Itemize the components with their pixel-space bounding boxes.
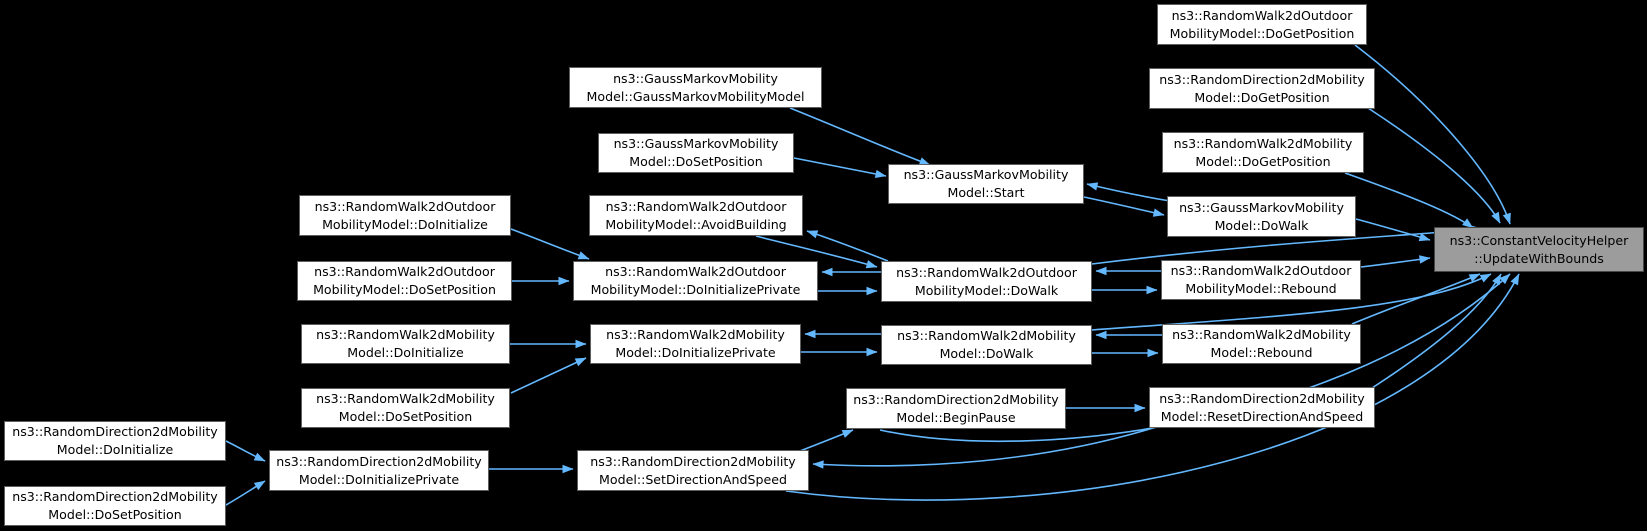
edge-rd2d-resetdirectionandspeed-to-rd2d-setdirectionandspeed [812,427,1154,469]
edge-rd2d-resetdirectionandspeed-to-cvh-updatewithbounds [1371,273,1502,389]
edge-rw2dout-avoidbuilding-to-rw2dout-dowalk [755,235,878,269]
edge-rd2d-dogetposition-to-cvh-updatewithbounds [1367,107,1501,224]
node-label-line: Model::DoWalk [1214,217,1309,233]
edge-rw2dout-doinitialize-to-rw2dout-doinitializeprivate [510,228,590,260]
node-cvh-updatewithbounds: ns3::ConstantVelocityHelper::UpdateWithB… [1434,227,1644,272]
node-label-line: Model::BeginPause [896,409,1016,425]
edge-rd2d-setdirectionandspeed-to-rd2d-beginpause [799,429,854,452]
edge-rd2d-setdirectionandspeed-to-cvh-updatewithbounds [785,273,1520,501]
edge-rw2dout-dowalk-to-rw2dout-avoidbuilding [806,230,889,262]
node-label-line: ns3::ConstantVelocityHelper [1449,232,1629,248]
node-label-line: ns3::RandomWalk2dMobility [1172,327,1351,342]
edge-gm-dowalk-to-cvh-updatewithbounds [1355,218,1431,242]
node-label-line: Model::DoSetPosition [629,154,763,169]
node-label-line: ns3::RandomWalk2dMobility [316,391,495,406]
edge-rw2d-dosetposition-to-rw2d-doinitializeprivate [510,357,587,394]
node-label-line: Model::DoInitialize [347,345,464,360]
node-label-line: MobilityModel::DoInitializePrivate [590,282,801,297]
node-label-line: ns3::GaussMarkovMobility [1179,199,1344,215]
node-label-line: Model::DoSetPosition [338,409,473,424]
node-label-line: ns3::RandomWalk2dMobility [606,327,785,342]
node-label-line: Model::DoInitializePrivate [615,345,776,360]
edge-rw2dout-rebound-to-cvh-updatewithbounds [1360,255,1431,268]
edge-rw2d-dogetposition-to-cvh-updatewithbounds [1344,172,1474,229]
node-label-line: ns3::GaussMarkovMobility [613,70,778,86]
node-label-line: MobilityModel::Rebound [1185,281,1337,296]
node-label-line: ns3::GaussMarkovMobility [903,167,1069,182]
node-label-line: MobilityModel::DoSetPosition [313,282,496,297]
edge-rd2d-doinitialize-to-rd2d-doinitializeprivate [225,440,266,462]
node-label-line: ns3::RandomDirection2dMobility [853,391,1059,407]
edge-gm-dosetposition-to-gm-start [793,157,887,179]
edge-gm-start-to-gm-dowalk [1083,196,1165,217]
node-label-line: ns3::RandomWalk2dOutdoor [1171,7,1353,23]
node-label-line: ns3::RandomWalk2dOutdoor [314,264,495,279]
node-label-line: ns3::RandomWalk2dOutdoor [1170,263,1352,278]
edge-gm-ctor-to-gm-start [789,107,931,166]
node-label-line: ns3::RandomWalk2dOutdoor [896,264,1077,280]
node-label-line: ns3::RandomDirection2dMobility [590,453,796,469]
node-label-line: ns3::RandomDirection2dMobility [276,453,482,469]
node-label-line: ns3::RandomWalk2dOutdoor [605,264,786,279]
node-label-line: Model::DoGetPosition [1195,153,1331,169]
node-label-line: ns3::GaussMarkovMobility [613,136,779,151]
node-label-line: ns3::RandomWalk2dMobility [1173,135,1353,151]
node-label-line: MobilityModel::DoWalk [914,282,1059,298]
node-label-line: Model::DoInitialize [56,442,174,457]
node-label-line: ::UpdateWithBounds [1474,250,1604,266]
node-label-line: MobilityModel::DoInitialize [322,216,488,232]
node-label-line: Model::ResetDirectionAndSpeed [1160,408,1364,424]
node-label-line: ns3::RandomWalk2dOutdoor [314,198,496,214]
node-label-line: Model::DoInitializePrivate [298,471,460,487]
edge-rw2dout-dogetposition-to-cvh-updatewithbounds [1354,44,1511,225]
edge-gm-dowalk-to-gm-start [1086,182,1171,202]
node-label-line: ns3::RandomDirection2dMobility [1159,71,1365,87]
node-label-line: Model::Start [947,185,1025,200]
node-label-line: MobilityModel::DoGetPosition [1169,25,1355,41]
node-label-line: ns3::RandomDirection2dMobility [1159,390,1365,406]
node-label-line: ns3::RandomDirection2dMobility [12,489,218,504]
node-label-line: Model::DoSetPosition [48,507,182,522]
node-label-line: Model::GaussMarkovMobilityModel [586,88,805,104]
node-label-line: Model::DoGetPosition [1194,89,1330,105]
node-label-line: Model::DoWalk [939,346,1034,361]
node-label-line: ns3::RandomWalk2dOutdoor [605,198,787,214]
node-label-line: MobilityModel::AvoidBuilding [605,216,787,232]
node-label-line: Model::SetDirectionAndSpeed [599,471,787,487]
node-label-line: ns3::RandomDirection2dMobility [12,424,218,439]
node-label-line: Model::Rebound [1210,345,1313,360]
node-label-line: ns3::RandomWalk2dMobility [897,328,1076,343]
edge-rw2d-rebound-to-cvh-updatewithbounds [1351,273,1481,325]
node-label-line: ns3::RandomWalk2dMobility [316,327,495,342]
edge-rd2d-dosetposition-to-rd2d-doinitializeprivate [225,480,266,506]
